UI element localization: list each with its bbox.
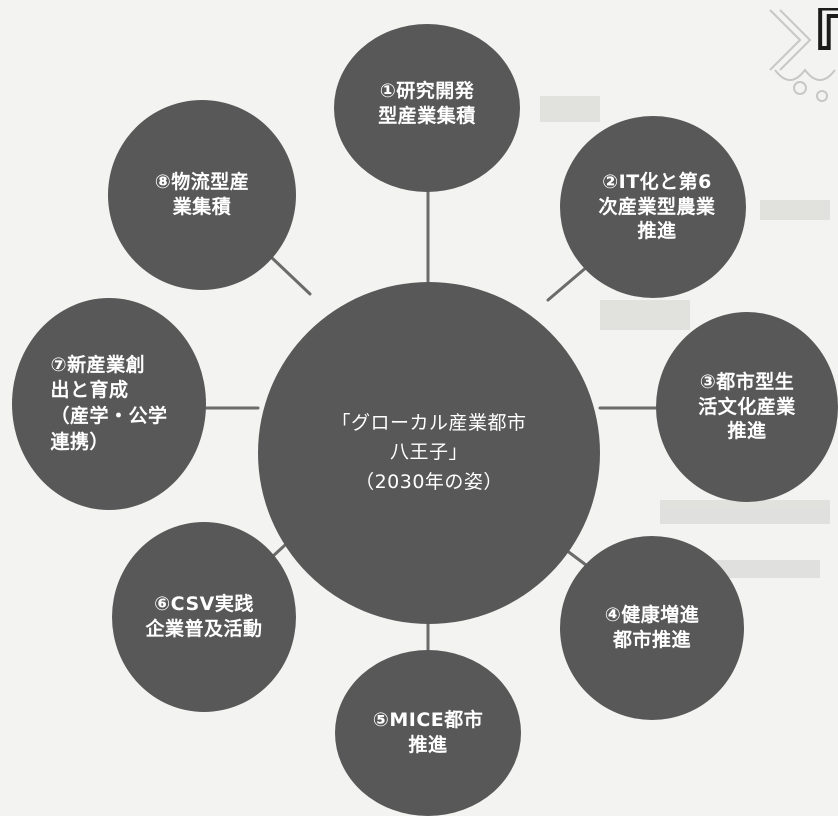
center-goal-node: 「グローカル産業都市 八王子」 （2030年の姿） [258, 282, 600, 624]
node-label: ①研究開発 型産業集積 [378, 80, 476, 127]
corner-title-fragment: 『成 [782, 8, 838, 70]
node-label: ⑥CSV実践 企業普及活動 [145, 593, 263, 640]
center-goal-label: 「グローカル産業都市 八王子」 （2030年の姿） [331, 411, 527, 493]
node-label: ⑦新産業創 出と育成 （産学・公学 連携） [50, 353, 168, 453]
node-label: ③都市型生 活文化産業 推進 [698, 370, 796, 443]
node-label: ④健康増進 都市推進 [604, 604, 700, 651]
node-mice-city: ⑤MICE都市 推進 [335, 650, 521, 816]
corner-pattern [769, 9, 836, 102]
node-label: ②IT化と第6 次産業型農業 推進 [598, 170, 716, 243]
node-label: ⑧物流型産 業集積 [154, 171, 250, 218]
node-urban-lifestyle-culture: ③都市型生 活文化産業 推進 [656, 312, 838, 502]
node-label: ⑤MICE都市 推進 [372, 709, 484, 756]
node-new-industry: ⑦新産業創 出と育成 （産学・公学 連携） [12, 298, 206, 510]
node-it-agriculture: ②IT化と第6 次産業型農業 推進 [560, 116, 746, 298]
node-logistics-industry: ⑧物流型産 業集積 [108, 100, 296, 290]
connector-n2 [546, 264, 590, 302]
connector-n8 [268, 254, 312, 296]
node-csv-practice: ⑥CSV実践 企業普及活動 [112, 522, 296, 712]
node-health-city: ④健康増進 都市推進 [560, 536, 744, 720]
node-research-development: ①研究開発 型産業集積 [334, 24, 520, 192]
